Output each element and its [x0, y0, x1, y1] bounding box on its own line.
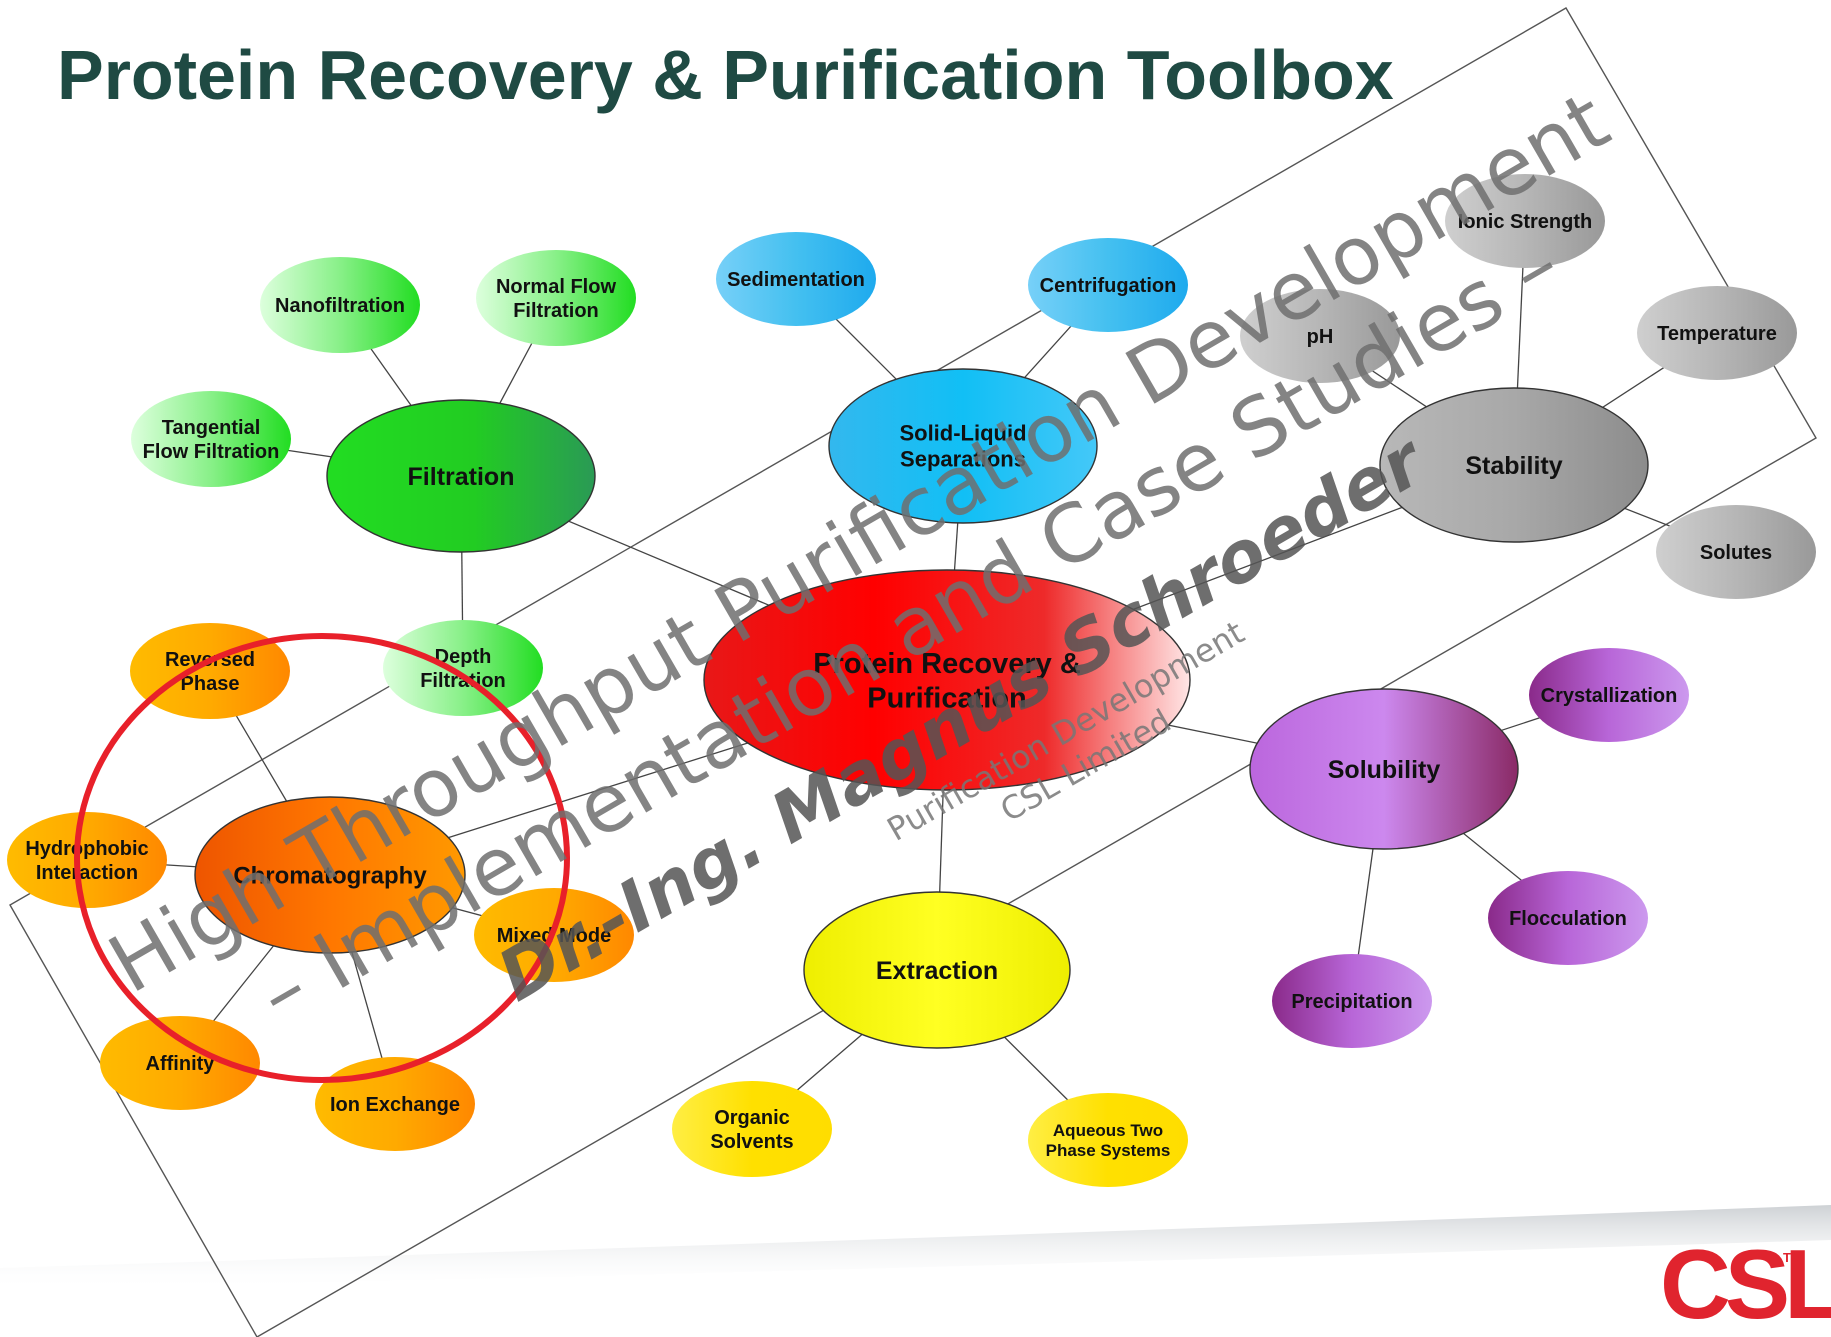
stability-ellipse — [1379, 387, 1649, 543]
normal-flow-filtration-label: Filtration — [513, 300, 599, 322]
organic-solvents-ellipse — [672, 1081, 832, 1177]
solubility-label: Solubility — [1328, 756, 1441, 784]
reversed-phase-label: Phase — [181, 673, 240, 695]
normal-flow-filtration-ellipse — [476, 250, 636, 346]
diagram-nodes: Protein Recovery &Purification Filtration… — [7, 174, 1816, 1187]
tangential-flow-filtration-ellipse — [131, 391, 291, 487]
ph-ellipse — [1240, 289, 1400, 383]
node-crystallization: Crystallization — [1529, 648, 1689, 742]
node-solutes: Solutes — [1656, 505, 1816, 599]
affinity-ellipse — [100, 1016, 260, 1110]
depth-filtration-label: Filtration — [420, 670, 506, 692]
chromatography-label: Chromatography — [233, 862, 427, 889]
watermark-line1: High Throughput Purification Development — [94, 74, 1624, 1011]
solubility-ellipse — [1249, 688, 1519, 850]
ionic-strength-label: Ionic Strength — [1458, 211, 1592, 233]
node-ionic-strength: Ionic Strength — [1445, 174, 1605, 268]
precipitation-ellipse — [1272, 954, 1432, 1048]
chromatography-ellipse — [194, 796, 466, 954]
crystallization-ellipse — [1529, 648, 1689, 742]
filtration-label: Filtration — [408, 463, 515, 491]
centrifugation-ellipse — [1028, 238, 1188, 332]
csl-logo: CSL TM — [1660, 1229, 1831, 1337]
nanofiltration-ellipse — [260, 257, 420, 353]
precipitation-label: Precipitation — [1291, 991, 1412, 1013]
sedimentation-ellipse — [716, 232, 876, 326]
nanofiltration-label: Nanofiltration — [275, 295, 405, 317]
centrifugation-label: Centrifugation — [1040, 275, 1177, 297]
extraction-ellipse — [803, 891, 1071, 1049]
depth-filtration-ellipse — [383, 620, 543, 716]
crystallization-label: Crystallization — [1541, 685, 1678, 707]
csl-logo-text: CSL — [1660, 1229, 1831, 1337]
tangential-flow-filtration-label: Flow Filtration — [143, 441, 280, 463]
node-extraction: Extraction — [803, 891, 1071, 1049]
node-flocculation: Flocculation — [1488, 871, 1648, 965]
aqueous-two-phase-label: Phase Systems — [1046, 1141, 1171, 1160]
solid-liquid-label: Separations — [900, 447, 1026, 472]
hydrophobic-interaction-ellipse — [7, 812, 167, 908]
ion-exchange-label: Ion Exchange — [330, 1094, 460, 1116]
tangential-flow-filtration-label: Tangential — [162, 417, 261, 439]
csl-logo-tm: TM — [1783, 1250, 1802, 1265]
hydrophobic-interaction-label: Interaction — [36, 862, 138, 884]
node-sedimentation: Sedimentation — [716, 232, 876, 326]
affinity-label: Affinity — [146, 1053, 216, 1075]
solid-liquid-label: Solid-Liquid — [899, 421, 1026, 446]
slide-title: Protein Recovery & Purification Toolbox — [57, 36, 1394, 114]
node-centrifugation: Centrifugation — [1028, 238, 1188, 332]
filtration-ellipse — [326, 399, 596, 553]
node-nanofiltration: Nanofiltration — [260, 257, 420, 353]
aqueous-two-phase-ellipse — [1028, 1093, 1188, 1187]
protein-label: Protein Recovery & — [813, 648, 1081, 680]
node-chromatography: Chromatography — [194, 796, 466, 954]
normal-flow-filtration-label: Normal Flow — [496, 276, 616, 298]
stability-label: Stability — [1465, 452, 1562, 480]
temperature-ellipse — [1637, 286, 1797, 380]
organic-solvents-label: Organic — [714, 1107, 790, 1129]
solutes-label: Solutes — [1700, 542, 1772, 564]
extraction-label: Extraction — [876, 957, 998, 985]
node-temperature: Temperature — [1637, 286, 1797, 380]
ionic-strength-ellipse — [1445, 174, 1605, 268]
node-solubility: Solubility — [1249, 688, 1519, 850]
node-precipitation: Precipitation — [1272, 954, 1432, 1048]
node-affinity: Affinity — [100, 1016, 260, 1110]
node-filtration: Filtration — [326, 399, 596, 553]
depth-filtration-label: Depth — [435, 646, 492, 668]
solid-liquid-ellipse — [828, 368, 1098, 524]
highlight-circle — [74, 633, 570, 1083]
solutes-ellipse — [1656, 505, 1816, 599]
flocculation-label: Flocculation — [1509, 908, 1627, 930]
node-ph: pH — [1240, 289, 1400, 383]
ph-label: pH — [1307, 326, 1334, 348]
node-stability: Stability — [1379, 387, 1649, 543]
node-protein: Protein Recovery &Purification — [703, 569, 1191, 791]
aqueous-two-phase-label: Aqueous Two — [1053, 1121, 1163, 1140]
flocculation-ellipse — [1488, 871, 1648, 965]
protein-ellipse — [703, 569, 1191, 791]
sedimentation-label: Sedimentation — [727, 269, 865, 291]
hydrophobic-interaction-label: Hydrophobic — [25, 838, 148, 860]
organic-solvents-label: Solvents — [710, 1131, 793, 1153]
footer-swoosh — [0, 1205, 1831, 1290]
temperature-label: Temperature — [1657, 323, 1777, 345]
protein-label: Purification — [867, 682, 1027, 714]
